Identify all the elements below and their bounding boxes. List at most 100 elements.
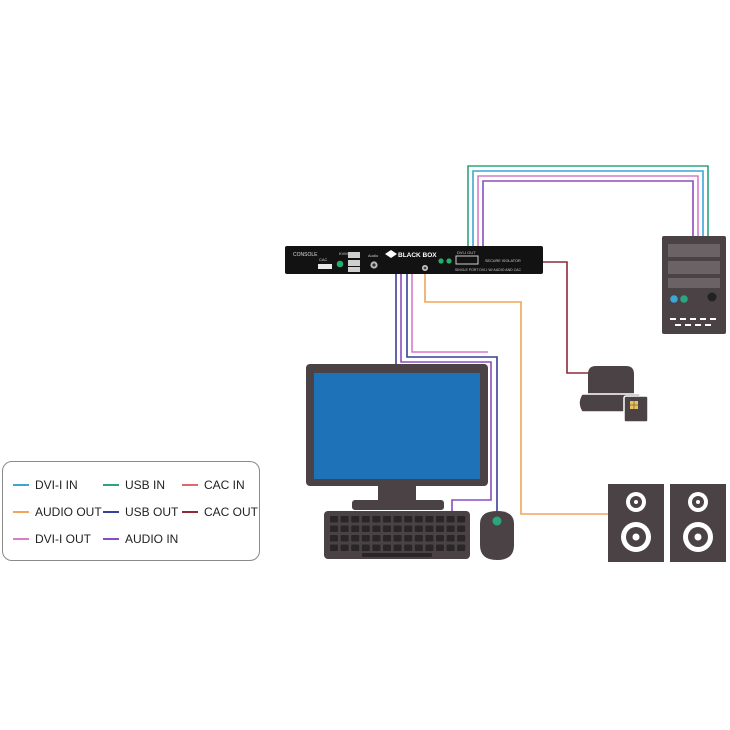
cable-audio-out [424,274,610,515]
cable-usb-out-keyboard [395,272,482,369]
cable-cac-out [528,261,592,374]
switch-label-model: SINGLE PORT DVI-I W/ AUDIO AND CAC [455,268,521,272]
keyboard-key [457,525,466,532]
cable-usb-in [467,165,709,250]
keyboard-key [446,544,455,551]
keyboard-key [446,525,455,532]
switch-brand: BLACK BOX [398,252,437,259]
keyboard-key [414,535,423,542]
mouse-icon [480,511,514,560]
keyboard-key [351,544,360,551]
legend-label: DVI-I IN [35,478,78,492]
speakers-icon [608,484,726,562]
monitor-icon [306,364,488,510]
keyboard-key [340,525,349,532]
keyboard-spacebar [362,553,432,557]
legend-item: USB OUT [103,505,178,519]
cac-port [318,264,332,269]
legend-swatch [13,510,29,513]
keyboard-key [436,516,444,523]
keyboard-key [393,525,402,532]
legend-swatch [182,510,198,513]
legend-label: AUDIO OUT [35,505,102,519]
led-green-1 [336,260,344,268]
keyboard-key [372,516,381,523]
legend-label: USB IN [125,478,166,492]
cable-audio-in [482,180,694,250]
keyboard-key [340,516,349,523]
cable-usb-out-mouse [406,272,498,512]
switch-label-cac: CAC [319,257,328,262]
led-green-3 [446,258,452,264]
legend-label: CAC IN [204,478,245,492]
legend-swatch [13,483,29,486]
keyboard-key [404,525,413,532]
keyboard-key [404,516,413,523]
keyboard-key [361,544,370,551]
cable-dvi-in [472,170,704,250]
keyboard-key [425,516,434,523]
keyboard-key [330,544,338,551]
keyboard-key [446,535,455,542]
keyboard-key [393,516,402,523]
cable-dvi-out [477,175,699,250]
keyboard-key [425,525,434,532]
keyboard-key [361,525,370,532]
switch-label-audio: Audio [368,253,379,258]
keyboard-key [340,535,349,542]
legend-swatch [13,537,29,540]
legend-swatch [103,510,119,513]
computer-tower-icon [662,236,726,334]
keyboard-key [330,516,338,523]
keyboard-key [414,516,423,523]
keyboard-key [414,525,423,532]
switch-label-kvm: KVM [339,251,348,256]
kvm-switch: CONSOLE CAC KVM Audio BLACK BOX DVI-I OU… [285,246,543,274]
legend-label: DVI-I OUT [35,532,91,546]
keyboard-key [372,525,381,532]
cable-group-computer [467,165,709,250]
keyboard-key [330,535,338,542]
keyboard-key [383,535,391,542]
legend-swatch [103,537,119,540]
switch-label-secure: SECURE ISOLATOR [485,259,521,263]
legend-item: AUDIO IN [103,532,178,546]
legend-item: AUDIO OUT [13,505,102,519]
legend-swatch [182,483,198,486]
keyboard-key [425,544,434,551]
keyboard-key [372,544,381,551]
keyboard-key [351,525,360,532]
keyboard-key [383,516,391,523]
keyboard-key [372,535,381,542]
keyboard-key [393,535,402,542]
switch-label-console: CONSOLE [293,252,318,258]
keyboard-key [425,535,434,542]
legend-item: DVI-I IN [13,478,78,492]
switch-label-dvi-out: DVI-I OUT [457,250,476,255]
keyboard-key [414,544,423,551]
cable-audio-in-monitor [400,272,492,512]
cable-dvi-out-monitor [411,272,488,353]
keyboard-key [404,535,413,542]
legend-label: USB OUT [125,505,179,519]
keyboard-key [330,525,338,532]
black-box-logo-icon [385,250,397,258]
keyboard-key [361,516,370,523]
keyboard-key [393,544,402,551]
legend: DVI-I IN USB IN CAC IN AUDIO OUT USB OUT CAC … [2,461,260,561]
legend-item: CAC OUT [182,505,258,519]
legend-item: DVI-I OUT [13,532,91,546]
keyboard-key [436,535,444,542]
keyboard-key [436,525,444,532]
legend-item: USB IN [103,478,165,492]
keyboard-key [340,544,349,551]
legend-label: CAC OUT [204,505,258,519]
led-green-2 [438,258,444,264]
keyboard-icon [324,511,470,559]
legend-item: CAC IN [182,478,245,492]
keyboard-key [457,516,466,523]
keyboard-key [383,525,391,532]
keyboard-key [404,544,413,551]
legend-swatch [103,483,119,486]
